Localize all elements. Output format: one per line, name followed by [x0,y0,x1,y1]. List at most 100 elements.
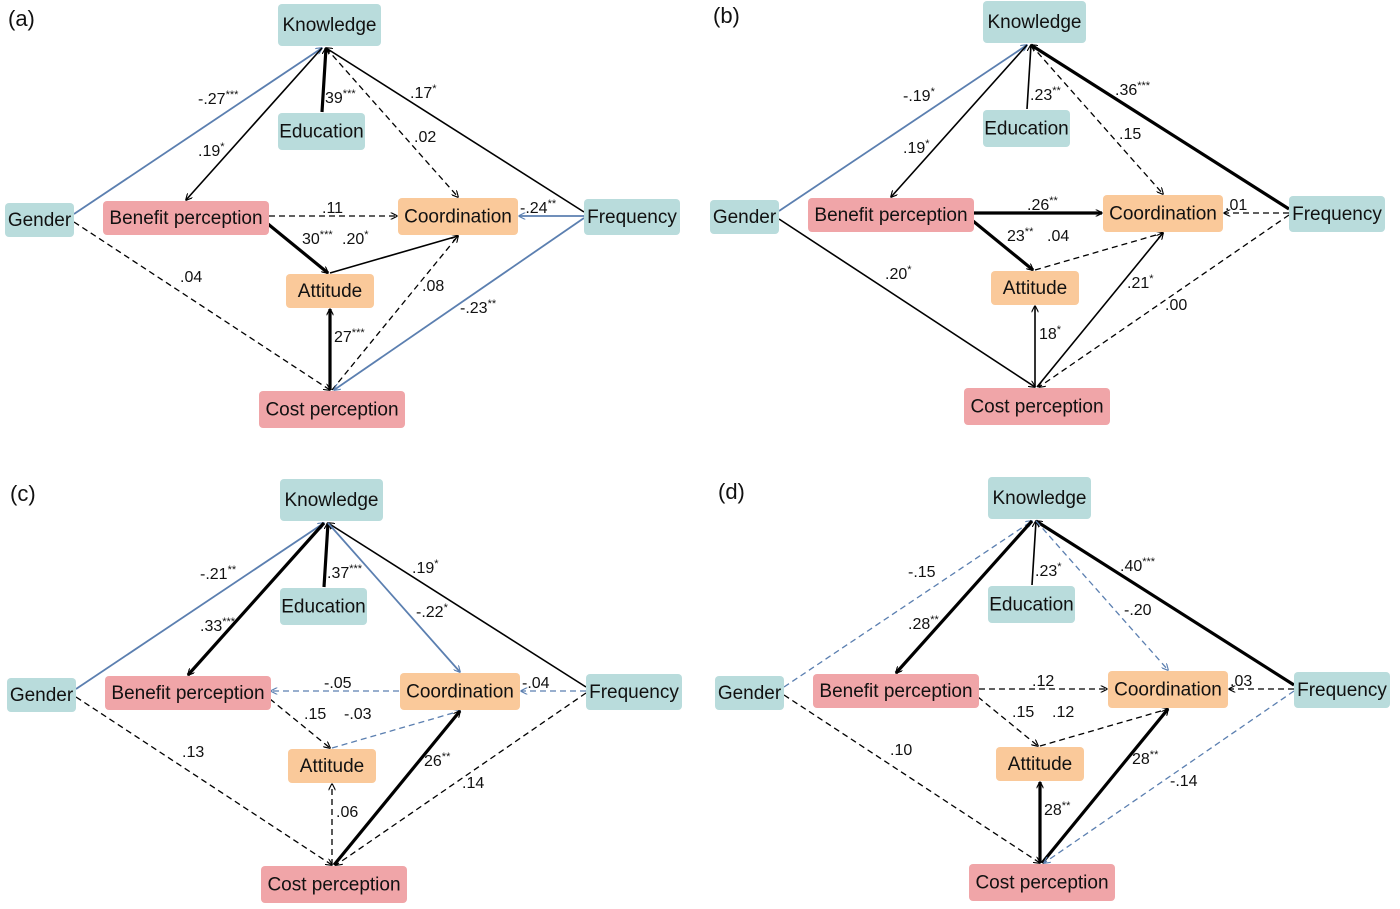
coef-label-benefit-coordination: .11 [322,200,343,217]
node-coordination: Coordination [1108,671,1228,708]
coef-label-cost-coordination: 28** [1132,749,1159,768]
node-label-cost: Cost perception [975,873,1108,894]
edge-frequency-to-knowledge [1031,43,1290,211]
node-box-coordination [398,198,518,235]
coef-label-attitude-coordination: .20* [342,229,369,248]
edge-attitude-to-coordination [329,236,458,274]
node-cost: Cost perception [964,388,1110,425]
node-box-knowledge [278,4,381,46]
node-label-attitude: Attitude [1008,754,1072,775]
node-coordination: Coordination [398,198,518,235]
node-coordination: Coordination [400,673,520,710]
edge-cost-to-coordination [1036,233,1163,388]
edge-frequency-to-cost [1039,214,1290,387]
node-benefit: Benefit perception [813,674,979,708]
coef-label-benefit-attitude: 30*** [302,229,333,248]
edge-gender-to-knowledge [73,48,322,215]
node-label-benefit: Benefit perception [814,205,967,226]
node-box-frequency [1289,196,1385,232]
node-education: Education [983,110,1070,147]
coef-label-knowledge-benefit: .28** [908,614,940,633]
node-box-gender [5,203,74,237]
node-label-frequency: Frequency [589,682,679,703]
node-frequency: Frequency [1289,196,1385,232]
edge-cost-to-coordination [331,236,458,391]
coef-label-frequency-knowledge: .19* [412,558,439,577]
edge-education-to-knowledge [1031,521,1036,586]
edge-label-layer: -.21**.37***.19*.33***-.22*-.05-.04.15-.… [182,558,550,821]
edge-knowledge-to-benefit [188,521,326,675]
coef-label-cost-coordination: .21* [1127,273,1154,292]
node-coordination: Coordination [1103,195,1223,232]
node-label-coordination: Coordination [1109,204,1217,225]
node-label-education: Education [279,122,364,143]
node-knowledge: Knowledge [988,477,1091,519]
edge-gender-to-cost [778,218,1035,387]
node-box-attitude [286,274,374,308]
coef-label-frequency-coordination: .03 [1230,673,1252,690]
node-label-knowledge: Knowledge [992,488,1086,509]
coef-label-education-knowledge: 39*** [325,88,356,107]
coef-label-attitude-coordination: -.03 [344,706,372,723]
edge-layer [778,43,1290,388]
edge-benefit-to-attitude [269,698,330,748]
node-label-knowledge: Knowledge [282,15,376,36]
coef-label-benefit-attitude: .15 [304,706,326,723]
panel-label: (d) [718,479,745,504]
coef-label-frequency-coordination: -.24** [520,198,557,217]
edge-knowledge-to-benefit [896,519,1034,673]
node-label-gender: Gender [8,210,72,231]
node-box-benefit [103,201,269,235]
edge-cost-to-coordination [332,711,462,867]
coef-label-benefit-attitude: 23** [1007,226,1034,245]
edge-gender-to-cost [73,221,330,390]
node-label-cost: Cost perception [970,397,1103,418]
node-label-frequency: Frequency [1297,680,1387,701]
node-label-gender: Gender [718,683,782,704]
node-label-attitude: Attitude [300,756,364,777]
coef-label-frequency-knowledge: .36*** [1115,80,1151,99]
coef-label-gender-knowledge: -.27*** [198,89,239,108]
node-label-cost: Cost perception [267,875,400,896]
edge-knowledge-to-coordination [1030,44,1163,194]
node-box-attitude [288,749,376,783]
coef-label-knowledge-coordination: .15 [1119,126,1141,143]
edge-education-to-knowledge [320,48,326,113]
coef-label-attitude-coordination: .12 [1052,704,1074,721]
coef-label-gender-cost: .04 [180,269,202,286]
node-education: Education [278,113,365,150]
node-label-benefit: Benefit perception [109,208,262,229]
coef-label-education-knowledge: .37*** [327,563,363,582]
node-label-gender: Gender [10,685,74,706]
edge-label-layer: -.19*.23**.36***.19*.15.26**.0123**.04.2… [885,80,1247,343]
node-box-cost [964,388,1110,425]
coef-label-attitude-coordination: .04 [1047,228,1069,245]
node-box-gender [710,200,779,234]
node-attitude: Attitude [996,747,1084,781]
node-box-knowledge [280,479,383,521]
node-box-knowledge [988,477,1091,519]
node-label-coordination: Coordination [1114,680,1222,701]
node-knowledge: Knowledge [280,479,383,521]
edge-knowledge-to-benefit [891,44,1028,197]
coef-label-knowledge-coordination: .02 [414,129,436,146]
node-benefit: Benefit perception [105,676,271,710]
node-benefit: Benefit perception [103,201,269,235]
panel-label: (a) [8,6,35,31]
node-knowledge: Knowledge [278,4,381,46]
coef-label-cost-coordination: .08 [422,278,444,295]
node-label-frequency: Frequency [1292,204,1382,225]
node-box-education [988,586,1075,623]
coef-label-frequency-cost: -.14 [1170,773,1198,790]
node-box-frequency [584,199,680,235]
node-box-coordination [1103,195,1223,232]
node-cost: Cost perception [261,866,407,903]
coef-label-frequency-knowledge: .17* [410,83,437,102]
edge-frequency-to-cost [336,692,587,865]
node-box-benefit [105,676,271,710]
edge-education-to-knowledge [1026,45,1031,110]
node-box-education [280,588,367,625]
